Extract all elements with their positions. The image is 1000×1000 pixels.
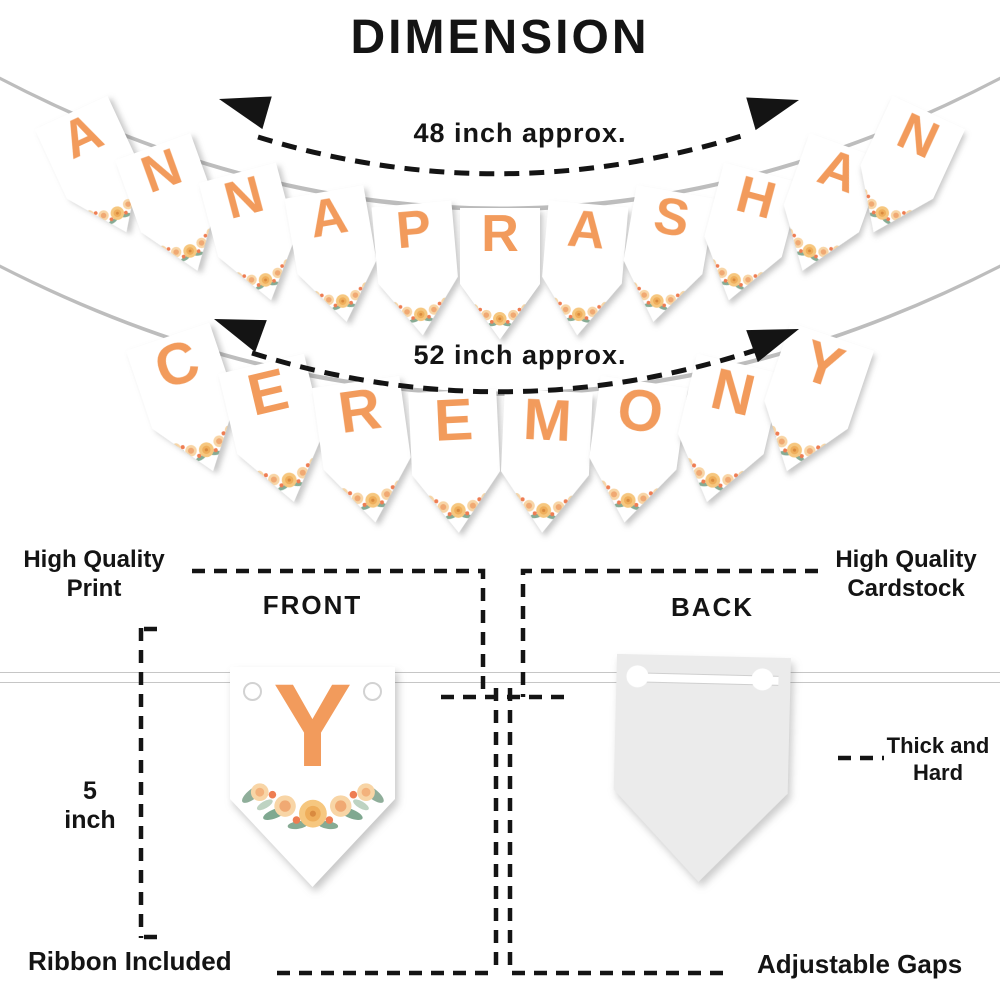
back-flag-pennant <box>612 654 791 884</box>
callout-thick-and-hard: Thick and Hard <box>878 733 998 787</box>
front-label: FRONT <box>262 590 363 620</box>
callout-text: Cardstock <box>847 575 965 603</box>
callout-text: High Quality <box>835 546 977 573</box>
front-flag-pennant: Y <box>230 667 395 887</box>
banner-flag: M <box>498 384 593 530</box>
floral-garland-icon <box>670 452 756 500</box>
callout-text: High Quality <box>23 546 165 573</box>
front-flag: Y <box>230 653 395 887</box>
flag-pennant: E <box>408 389 503 535</box>
flag-letter: Y <box>793 328 852 403</box>
banner-flag: R <box>311 371 418 524</box>
flag-letter: M <box>521 387 573 455</box>
eyelet-hole-icon <box>243 682 262 701</box>
flag-letter: E <box>432 387 474 455</box>
flag-letter: C <box>146 327 208 403</box>
floral-garland-icon <box>244 452 330 500</box>
flag-pennant: R <box>312 376 419 529</box>
measure-label-48: 48 inch approx. <box>413 118 627 148</box>
flag-letter: R <box>481 204 519 263</box>
floral-garland-icon <box>502 489 584 522</box>
banner-flag: Y <box>747 318 876 481</box>
floral-garland-icon <box>237 777 389 833</box>
floral-garland-icon <box>416 489 498 522</box>
callout-adjustable-gaps: Adjustable Gaps <box>757 949 963 979</box>
flag-letter: R <box>334 376 385 447</box>
callout-ribbon-included: Ribbon Included <box>28 946 232 976</box>
flag-letter: O <box>613 376 668 447</box>
banner-flag: O <box>582 371 689 524</box>
floral-garland-icon <box>586 475 670 516</box>
page-title: DIMENSION <box>350 11 650 64</box>
floral-garland-icon <box>329 475 413 516</box>
banner-flag: E <box>408 384 503 530</box>
callout-height-5-inch: 5 inch <box>50 777 130 835</box>
eyelet-hole-icon <box>626 665 649 688</box>
callout-text: Hard <box>912 759 964 785</box>
callout-text: Thick and <box>886 733 990 758</box>
callout-high-quality-print: High Quality Print <box>0 545 188 604</box>
callout-high-quality-cardstock: High Quality Cardstock <box>812 545 1000 604</box>
height-value: 5 <box>83 777 97 805</box>
flag-pennant: Y <box>745 323 874 486</box>
callout-text: Print <box>66 575 122 603</box>
back-flag <box>612 654 791 884</box>
flag-letter: E <box>241 356 294 429</box>
floral-garland-icon <box>752 418 838 472</box>
height-unit: inch <box>64 805 116 834</box>
back-label: BACK <box>670 592 755 622</box>
measure-label-52: 52 inch approx. <box>413 340 627 370</box>
ribbon-line <box>0 672 1000 683</box>
flag-pennant: O <box>581 376 688 529</box>
flag-pennant: M <box>498 389 593 535</box>
eyelet-hole-icon <box>363 682 382 701</box>
eyelet-hole-icon <box>751 668 774 691</box>
